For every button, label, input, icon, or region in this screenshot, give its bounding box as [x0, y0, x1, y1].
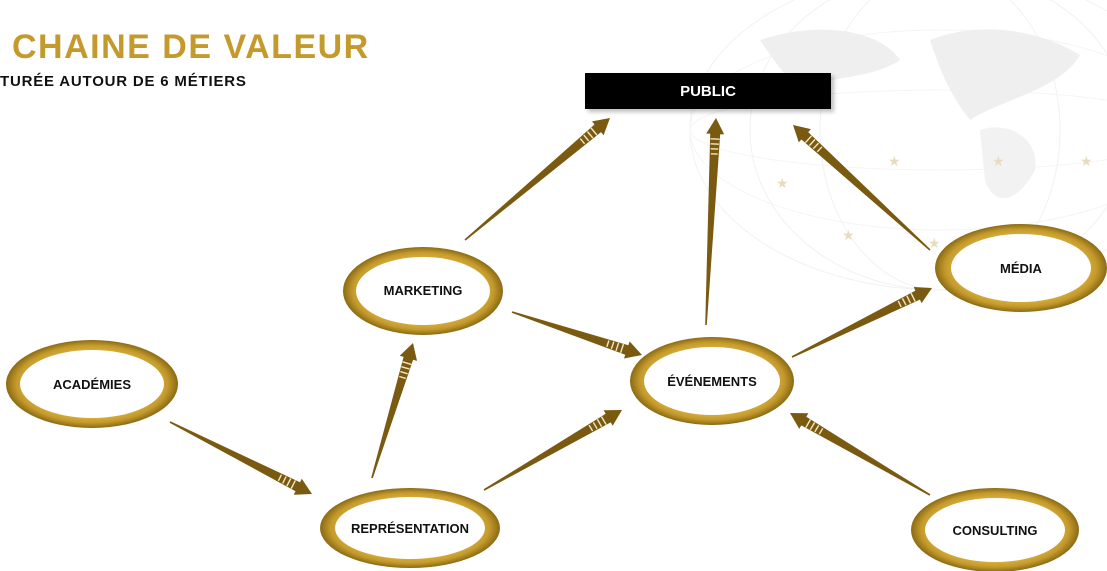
arrow-stripe	[910, 292, 916, 302]
arrows-layer	[169, 118, 932, 496]
arrow-stripe	[281, 476, 287, 484]
arrow-academies-to-representation	[169, 421, 312, 495]
arrow-stripe	[809, 422, 816, 431]
node-academies: ACADÉMIES	[6, 340, 178, 428]
arrow-marketing-to-public	[464, 118, 610, 241]
svg-text:★: ★	[888, 153, 901, 169]
arrow-stripe	[277, 474, 283, 482]
arrow-evenements-to-public	[705, 118, 725, 325]
node-marketing: MARKETING	[343, 247, 503, 335]
arrow-stripe	[804, 135, 813, 144]
arrow-stripe	[290, 480, 297, 489]
arrow-stripe	[812, 142, 820, 150]
arrow-stripe	[901, 297, 907, 306]
arrow-consulting-to-evenements	[790, 413, 931, 496]
arrow-stripe	[592, 421, 598, 430]
arrow-media-to-public	[793, 125, 931, 251]
arrow-stripe	[805, 419, 812, 428]
node-evenements: ÉVÉNEMENTS	[630, 337, 794, 425]
svg-text:★: ★	[842, 227, 855, 243]
arrow-stripe	[286, 478, 292, 487]
arrow-marketing-to-evenements	[511, 311, 642, 359]
node-media: MÉDIA	[935, 224, 1107, 312]
public-box-label: PUBLIC	[680, 82, 736, 100]
arrow-stripe	[619, 343, 625, 354]
node-label-representation: REPRÉSENTATION	[351, 521, 469, 536]
arrow-representation-to-marketing	[371, 343, 417, 479]
arrow-stripe	[615, 342, 620, 352]
arrow-stripe	[816, 146, 823, 153]
node-label-media: MÉDIA	[1000, 261, 1043, 276]
arrow-stripe	[586, 131, 594, 139]
public-box: PUBLIC	[585, 73, 831, 109]
arrow-stripe	[402, 361, 412, 366]
arrow-stripe	[579, 138, 586, 145]
arrow-stripe	[596, 419, 603, 428]
node-label-consulting: CONSULTING	[953, 523, 1038, 538]
page-title: CHAINE DE VALEUR	[12, 28, 370, 66]
arrow-stripe	[610, 341, 615, 350]
svg-text:★: ★	[776, 175, 789, 191]
arrow-stripe	[401, 366, 410, 370]
arrow-stripe	[590, 127, 598, 136]
arrow-stripe	[583, 134, 590, 142]
arrow-stripe	[818, 427, 824, 435]
star-decoration: ★ ★ ★ ★ ★ ★	[776, 153, 1093, 251]
arrow-stripe	[897, 300, 902, 308]
arrow-evenements-to-media	[791, 287, 932, 358]
node-label-marketing: MARKETING	[384, 283, 463, 298]
node-consulting: CONSULTING	[911, 488, 1079, 571]
node-representation: REPRÉSENTATION	[320, 488, 500, 568]
svg-text:★: ★	[1080, 153, 1093, 169]
arrow-stripe	[588, 424, 594, 432]
page-subtitle: TURÉE AUTOUR DE 6 MÉTIERS	[0, 73, 247, 90]
svg-text:★: ★	[928, 235, 941, 251]
node-label-academies: ACADÉMIES	[53, 377, 131, 392]
arrow-stripe	[400, 370, 408, 375]
svg-text:★: ★	[992, 153, 1005, 169]
arrow-stripe	[814, 425, 820, 433]
arrow-stripe	[606, 340, 610, 348]
arrow-stripe	[906, 295, 912, 304]
node-label-evenements: ÉVÉNEMENTS	[667, 374, 757, 389]
arrow-representation-to-evenements	[483, 410, 622, 491]
arrow-stripe	[600, 416, 607, 425]
arrow-stripe	[808, 138, 816, 147]
arrow-stripe	[399, 375, 406, 380]
